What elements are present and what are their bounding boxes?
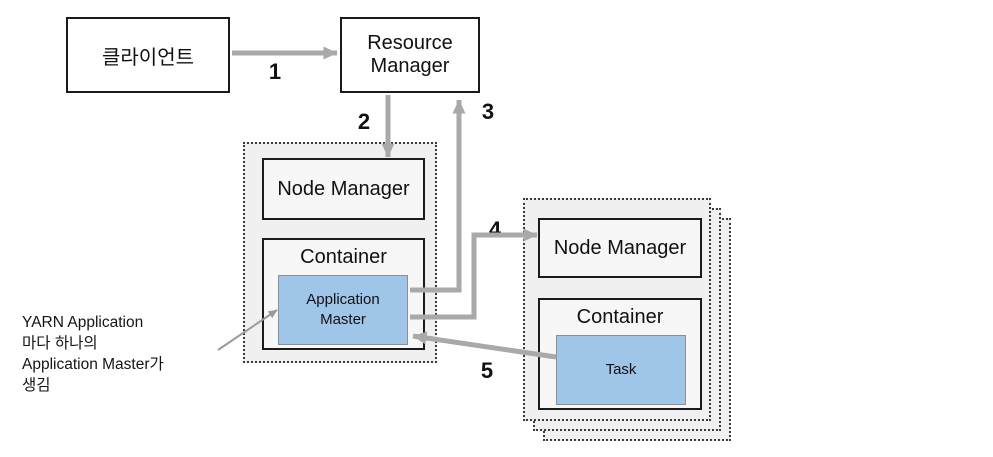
- application-master-box: Application Master: [278, 275, 408, 345]
- step-5-label: 5: [480, 358, 494, 383]
- right-node-manager-label: Node Manager: [553, 236, 687, 259]
- step-1-label: 1: [268, 59, 282, 84]
- left-node-manager-box: Node Manager: [262, 158, 425, 220]
- annotation-text: YARN Application 마다 하나의 Application Mast…: [22, 312, 222, 396]
- resource-manager-label: Resource Manager: [367, 32, 453, 77]
- right-container-label: Container: [576, 306, 664, 328]
- step-4-label: 4: [488, 217, 502, 242]
- task-label: Task: [605, 360, 637, 378]
- annotation-line-2: 마다 하나의: [22, 335, 98, 352]
- annotation-line-1: YARN Application: [22, 314, 144, 331]
- step-3-label: 3: [481, 99, 495, 124]
- client-label: 클라이언트: [102, 46, 194, 69]
- left-container-label: Container: [300, 246, 387, 268]
- step-2-label: 2: [357, 109, 371, 134]
- task-box: Task: [556, 335, 686, 405]
- application-master-label: Application Master: [306, 290, 380, 328]
- right-node-manager-box: Node Manager: [538, 218, 702, 278]
- resource-manager-box: Resource Manager: [340, 17, 480, 93]
- left-node-manager-label: Node Manager: [277, 177, 410, 200]
- client-box: 클라이언트: [66, 17, 230, 93]
- annotation-line-3: Application Master가: [22, 356, 164, 373]
- annotation-line-4: 생김: [22, 377, 51, 394]
